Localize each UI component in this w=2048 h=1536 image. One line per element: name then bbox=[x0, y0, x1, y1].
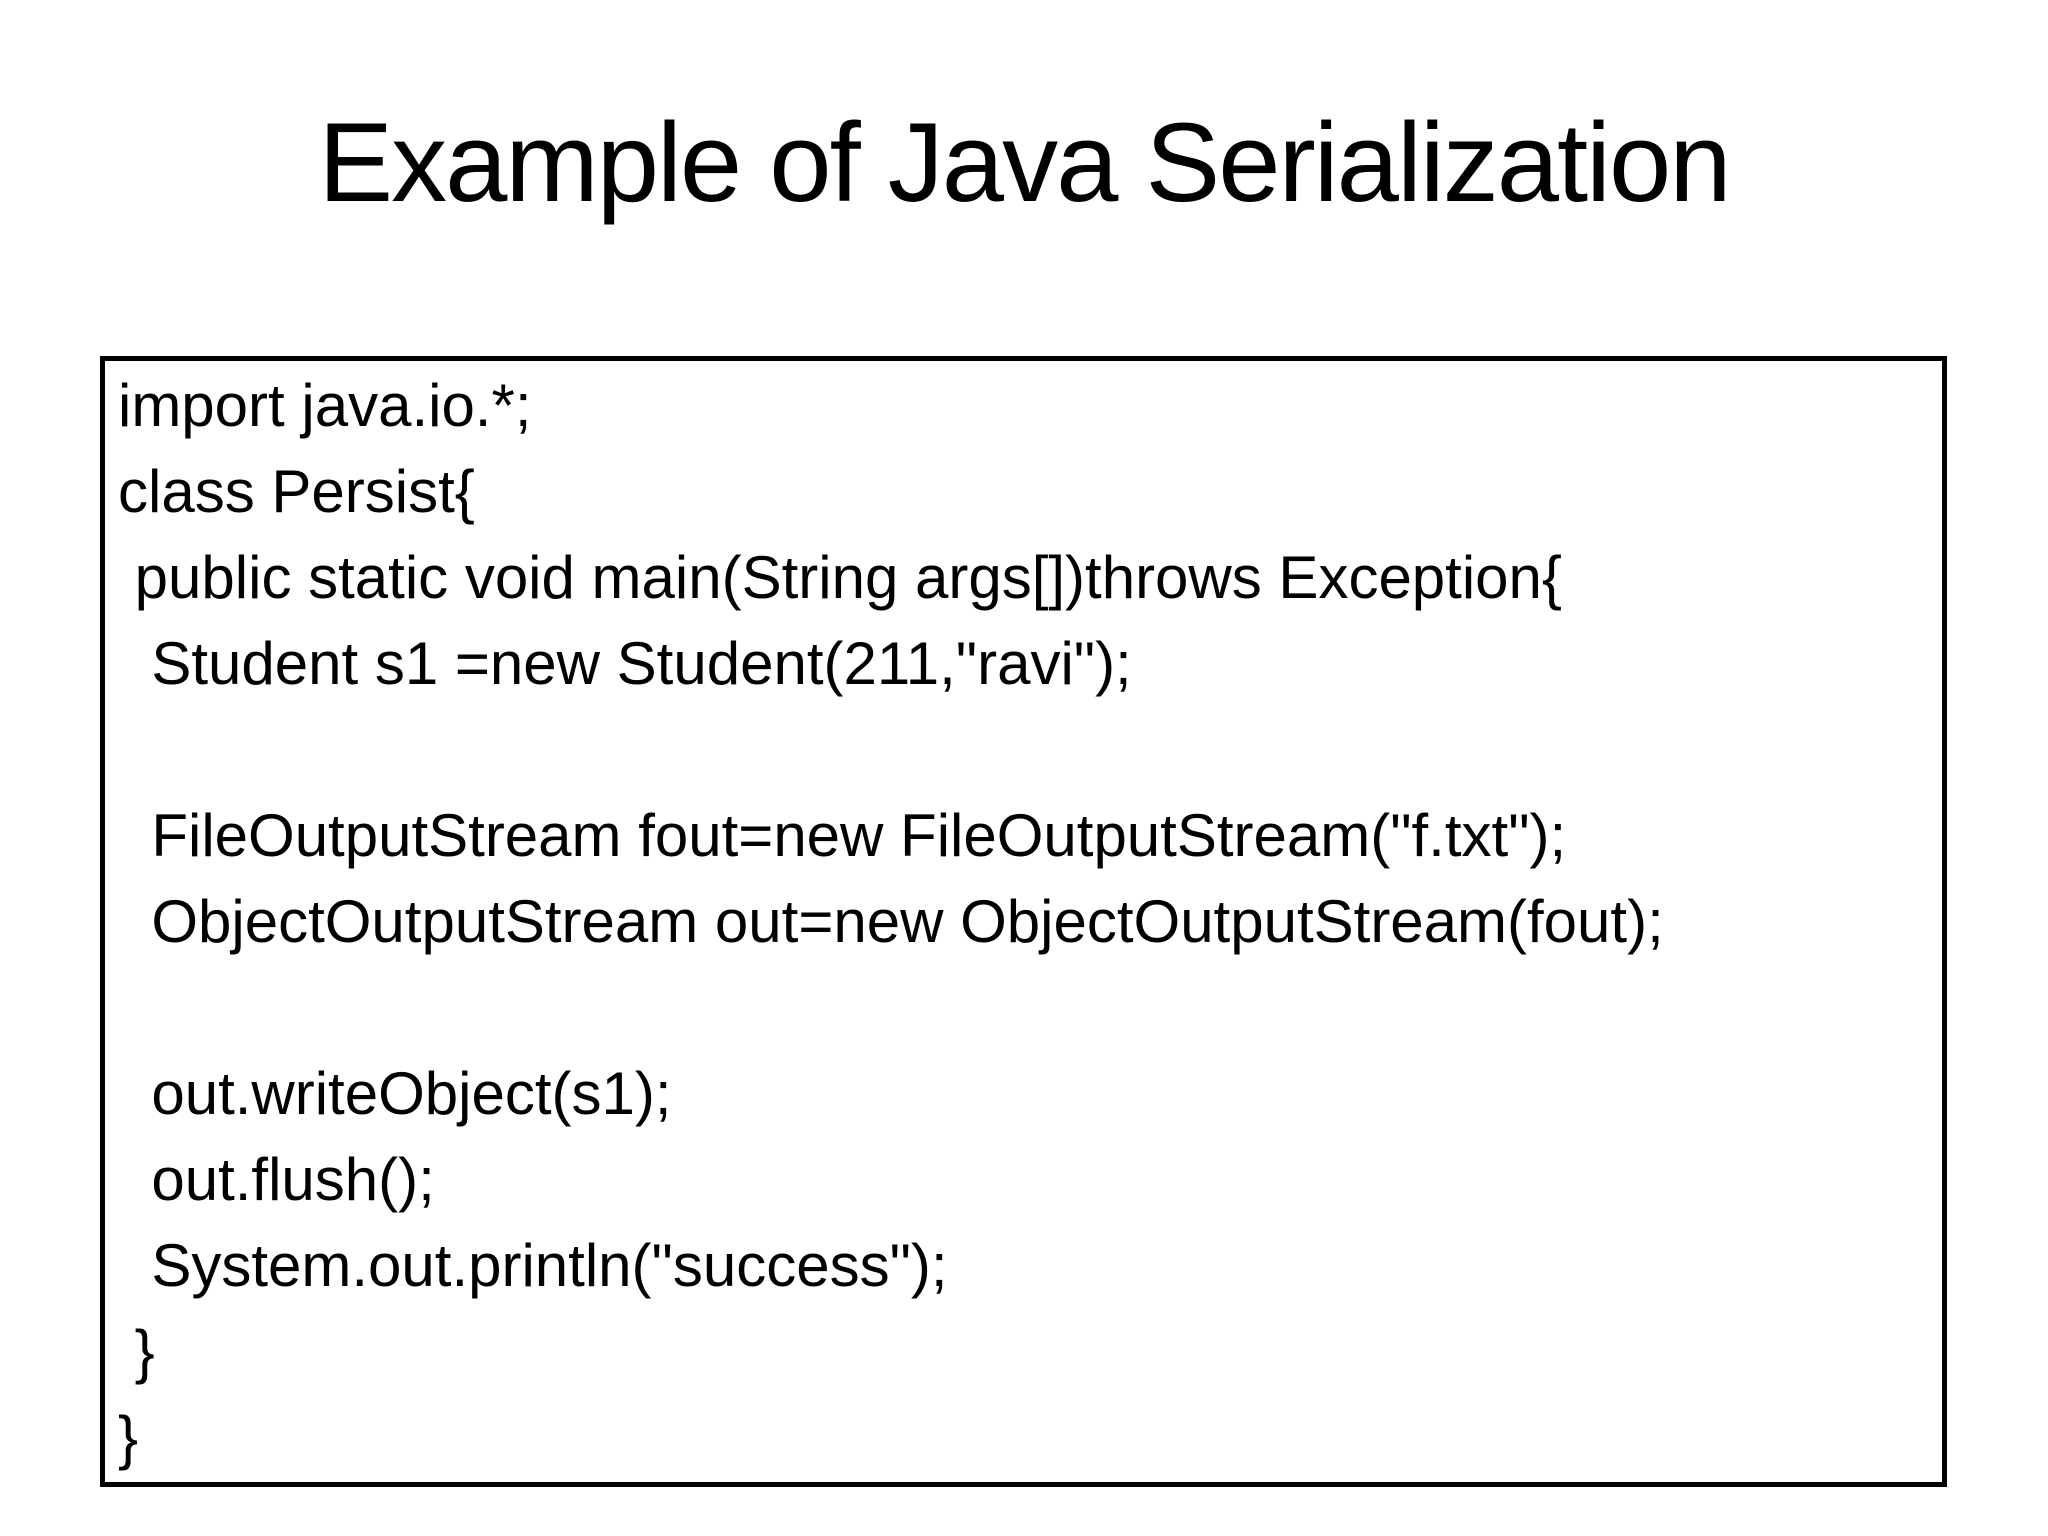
code-line: FileOutputStream fout=new FileOutputStre… bbox=[118, 802, 1567, 869]
slide-title: Example of Java Serialization bbox=[318, 100, 1731, 225]
code-line bbox=[118, 965, 1942, 1051]
code-line: out.writeObject(s1); bbox=[118, 1060, 672, 1127]
code-line: ObjectOutputStream out=new ObjectOutputS… bbox=[118, 888, 1664, 955]
code-box: import java.io.*; class Persist{ public … bbox=[100, 356, 1947, 1487]
code-line: out.flush(); bbox=[118, 1146, 435, 1213]
code-line: class Persist{ bbox=[118, 458, 475, 525]
code-line: } bbox=[118, 1318, 155, 1385]
code-line: Student s1 =new Student(211,"ravi"); bbox=[118, 630, 1132, 697]
code-line: System.out.println("success"); bbox=[118, 1232, 948, 1299]
code-line bbox=[118, 707, 1942, 793]
code-line: public static void main(String args[])th… bbox=[118, 544, 1562, 611]
code-line: import java.io.*; bbox=[118, 372, 532, 439]
code-line: } bbox=[118, 1404, 139, 1471]
